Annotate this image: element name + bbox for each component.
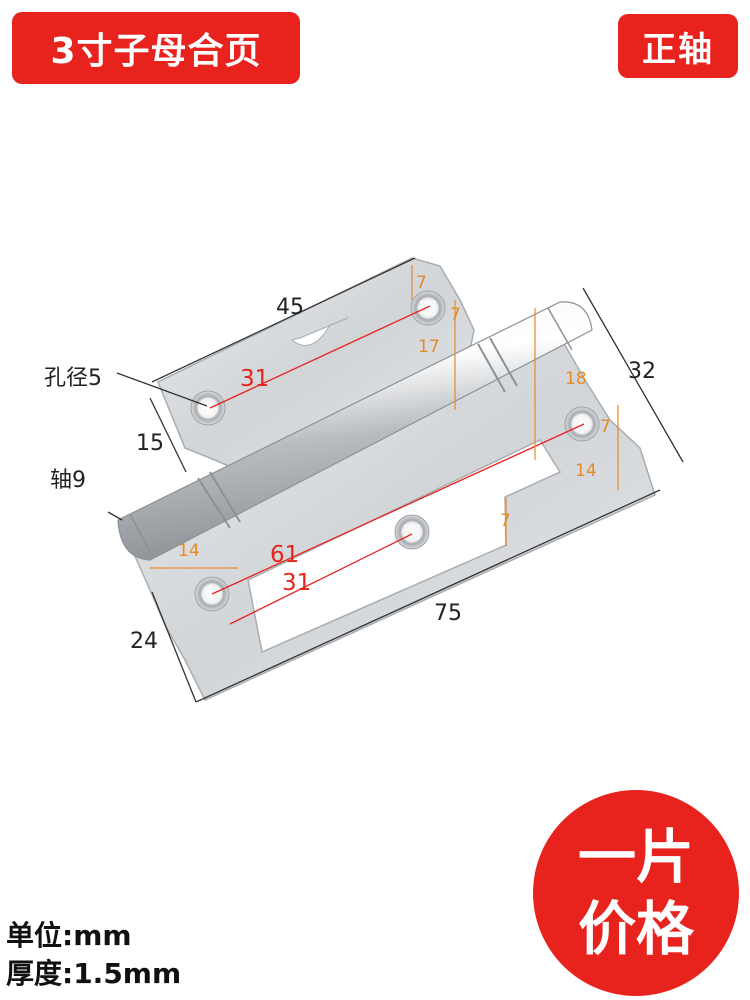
orange-dimension-lines [150, 265, 619, 569]
dim-right-18: 18 [565, 369, 587, 389]
dim-hole-diameter: 孔径5 [44, 366, 102, 391]
screw-hole [564, 406, 600, 442]
price-line-2: 价格 [577, 895, 694, 963]
dim-inner-7: 7 [500, 511, 511, 531]
dim-hole-spacing-lower-short: 31 [282, 570, 311, 596]
product-title-badge: 3寸子母合页 [12, 12, 300, 84]
dim-top-side-7: 7 [450, 305, 461, 325]
dim-right-side-7: 7 [600, 417, 611, 437]
hinge-pin [117, 301, 593, 561]
hinge-upper-leaf [157, 257, 475, 471]
leaf-notch [290, 317, 349, 346]
screw-hole [394, 514, 430, 550]
dim-hole-spacing-upper: 31 [240, 366, 269, 392]
dim-top-edge-7: 7 [416, 273, 427, 293]
dim-bottom-depth: 24 [130, 629, 158, 654]
dim-height: 32 [628, 359, 656, 384]
screw-hole [190, 390, 226, 426]
red-dimension-lines [209, 305, 585, 625]
product-title: 3寸子母合页 [50, 31, 262, 72]
dim-hole-spacing-lower: 61 [270, 542, 299, 568]
screw-hole [410, 290, 446, 326]
dim-shaft: 轴9 [50, 468, 86, 493]
dim-top-width: 45 [276, 295, 304, 320]
dim-left-offset: 15 [136, 431, 164, 456]
spec-unit: 单位:mm [6, 919, 132, 952]
axis-type-label: 正轴 [642, 29, 714, 70]
axis-type-badge: 正轴 [618, 14, 738, 78]
price-per-piece-badge: 一片 价格 [533, 790, 739, 996]
spec-thickness: 厚度:1.5mm [6, 957, 182, 990]
dim-right-14: 14 [575, 461, 597, 481]
dim-bottom-width: 75 [434, 601, 462, 626]
dimension-lines [107, 257, 684, 703]
dim-top-17: 17 [418, 337, 440, 357]
price-line-1: 一片 [577, 823, 694, 891]
dim-left-14: 14 [178, 541, 200, 561]
